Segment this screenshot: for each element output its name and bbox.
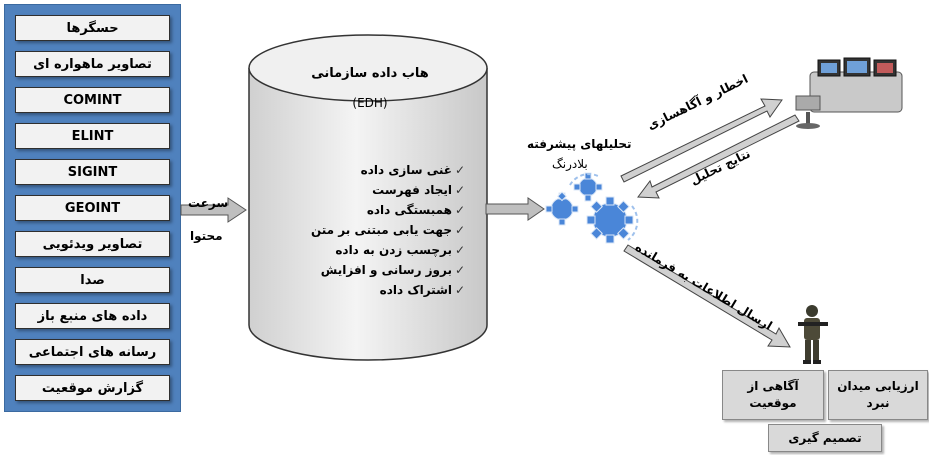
hub-title: هاب داده سازمانی [311, 66, 429, 81]
source-video-images: تصاویر ویدئویی [15, 231, 170, 257]
hub-cylinder [248, 34, 488, 361]
box-decision: تصمیم گیری [768, 424, 882, 452]
hub-feature: همبستگی داده [366, 203, 452, 217]
hub-abbr: (EDH) [352, 96, 388, 110]
hub-feature: جهت یابی مبتنی بر متن [310, 223, 452, 237]
hub-feature: بروز رسانی و افزایش [320, 263, 452, 277]
source-situation-report: گزارش موقعیت [15, 375, 170, 401]
check-icon: ✓ [455, 243, 466, 257]
hub-feature: ایجاد فهرست [372, 183, 452, 197]
soldier-icon [798, 305, 828, 364]
box-battlefield-assessment: ارزیابی میدان نبرد [828, 370, 928, 420]
source-sensors: حسگرها [15, 15, 170, 41]
hub-feature: غنی سازی داده [360, 163, 452, 177]
source-open-data: داده های منبع باز [15, 303, 170, 329]
source-social-media: رسانه های اجتماعی [15, 339, 170, 365]
check-icon: ✓ [455, 163, 466, 177]
source-elint: ELINT [15, 123, 170, 149]
arrow-sources-to-hub [180, 197, 247, 223]
control-room-icon [795, 57, 903, 129]
arrow-label-content: محتوا [190, 229, 223, 243]
gears-icon [545, 172, 639, 244]
analytics-label-realtime: بلادرنگ [552, 157, 588, 171]
check-icon: ✓ [455, 203, 466, 217]
analytics-label: تحلیلهای پیشرفته [527, 137, 632, 151]
source-satellite-images: تصاویر ماهواره ای [15, 51, 170, 77]
arrow-results [637, 114, 800, 199]
check-icon: ✓ [455, 183, 466, 197]
arrow-hub-to-analytics [485, 197, 545, 221]
check-icon: ✓ [455, 263, 466, 277]
source-sigint: SIGINT [15, 159, 170, 185]
arrow-label-speed: سرعت [188, 196, 229, 210]
hub-feature: برچسب زدن به داده [335, 243, 452, 257]
source-audio: صدا [15, 267, 170, 293]
source-comint: COMINT [15, 87, 170, 113]
arrow-to-commander [623, 244, 791, 348]
source-geoint: GEOINT [15, 195, 170, 221]
sources-panel: حسگرها تصاویر ماهواره ای COMINT ELINT SI… [4, 4, 181, 412]
check-icon: ✓ [455, 283, 466, 297]
arrow-alert [620, 98, 783, 183]
check-icon: ✓ [455, 223, 466, 237]
hub-feature: اشتراک داده [379, 283, 452, 297]
box-situational-awareness: آگاهی از موقعیت [722, 370, 824, 420]
